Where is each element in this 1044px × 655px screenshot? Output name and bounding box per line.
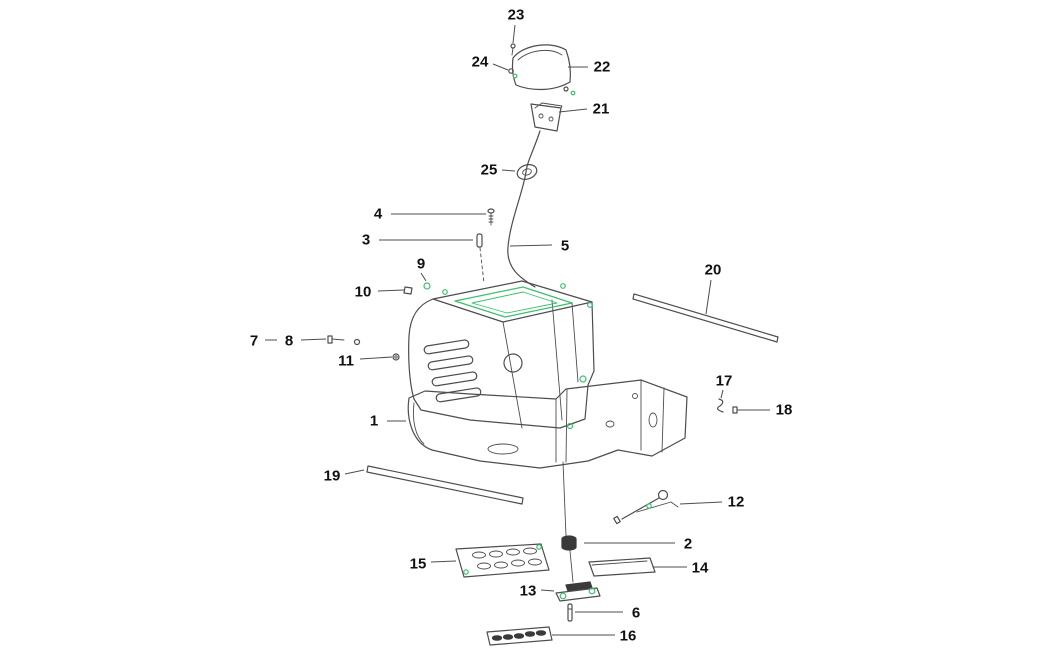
part-18-screw [732,406,749,414]
lower-pan-chassis [407,379,688,469]
part-label-10: 10 [355,283,372,300]
part-14-plate [588,557,656,577]
part-label-3: 3 [362,231,370,248]
part-label-15: 15 [410,555,427,572]
part-17-clip [717,398,724,413]
part-label-17: 17 [716,372,733,389]
cover-mount-screws [563,86,576,96]
part-label-19: 19 [324,467,341,484]
leader-line-15 [430,560,457,563]
part-label-20: 20 [705,261,722,278]
leader-line-23 [512,24,516,44]
part-15-grille-plate [455,543,550,578]
assembly-guide-line [479,247,485,284]
part-label-7: 7 [250,332,258,349]
part-21-bracket [530,102,563,132]
main-body-console [408,280,595,429]
part-12-lever [613,489,679,525]
fastener-highlights [423,282,593,430]
part-8-screw [327,335,345,344]
part-13-bracket [555,581,601,602]
part-label-12: 12 [728,493,745,510]
leader-line-8 [300,338,327,341]
part-5-control-rod [507,130,574,583]
part-label-4: 4 [374,205,383,222]
leader-line-17 [720,389,724,399]
part-2-cap [561,535,577,551]
part-4-screw [487,208,495,226]
leader-line-5 [509,244,553,247]
part-22-cover [511,44,571,91]
part-label-5: 5 [561,237,569,254]
part-label-22: 22 [594,58,611,75]
leader-line-12 [679,501,723,505]
leader-line-20 [705,279,712,315]
leader-line-25 [501,169,516,172]
leader-line-11 [359,356,393,360]
leader-line-21 [558,108,588,113]
leader-line-10 [377,289,405,292]
part-3-spacer [476,233,483,248]
part-label-2: 2 [684,535,692,552]
part-label-25: 25 [481,161,498,178]
part-label-14: 14 [692,559,709,576]
part-label-23: 23 [508,6,525,23]
part-25-grommet [516,164,538,180]
part-23-screw [510,43,516,56]
grille-louvers [423,339,482,403]
part-label-9: 9 [417,255,425,272]
part-6-pin [567,603,573,622]
part-16-grille-strip [486,626,553,646]
leader-line-9 [420,272,427,282]
part-label-13: 13 [520,582,537,599]
leader-line-19 [344,469,365,475]
part-label-8: 8 [285,332,293,349]
part-20-trim-strip [632,293,779,343]
part-label-24: 24 [472,53,489,70]
part-10-clip [403,286,413,295]
part-label-1: 1 [370,412,378,429]
part-24-screw [508,68,518,79]
part-19-trim-strip [366,465,524,505]
part-label-16: 16 [620,627,637,644]
part-11-nut [392,353,400,361]
leader-line-13 [540,589,555,592]
leader-line-24 [492,63,509,71]
part-label-6: 6 [632,604,640,621]
part-label-11: 11 [338,352,354,369]
part-7-washer [353,338,361,346]
part-label-21: 21 [593,100,610,117]
part-label-18: 18 [776,401,793,418]
